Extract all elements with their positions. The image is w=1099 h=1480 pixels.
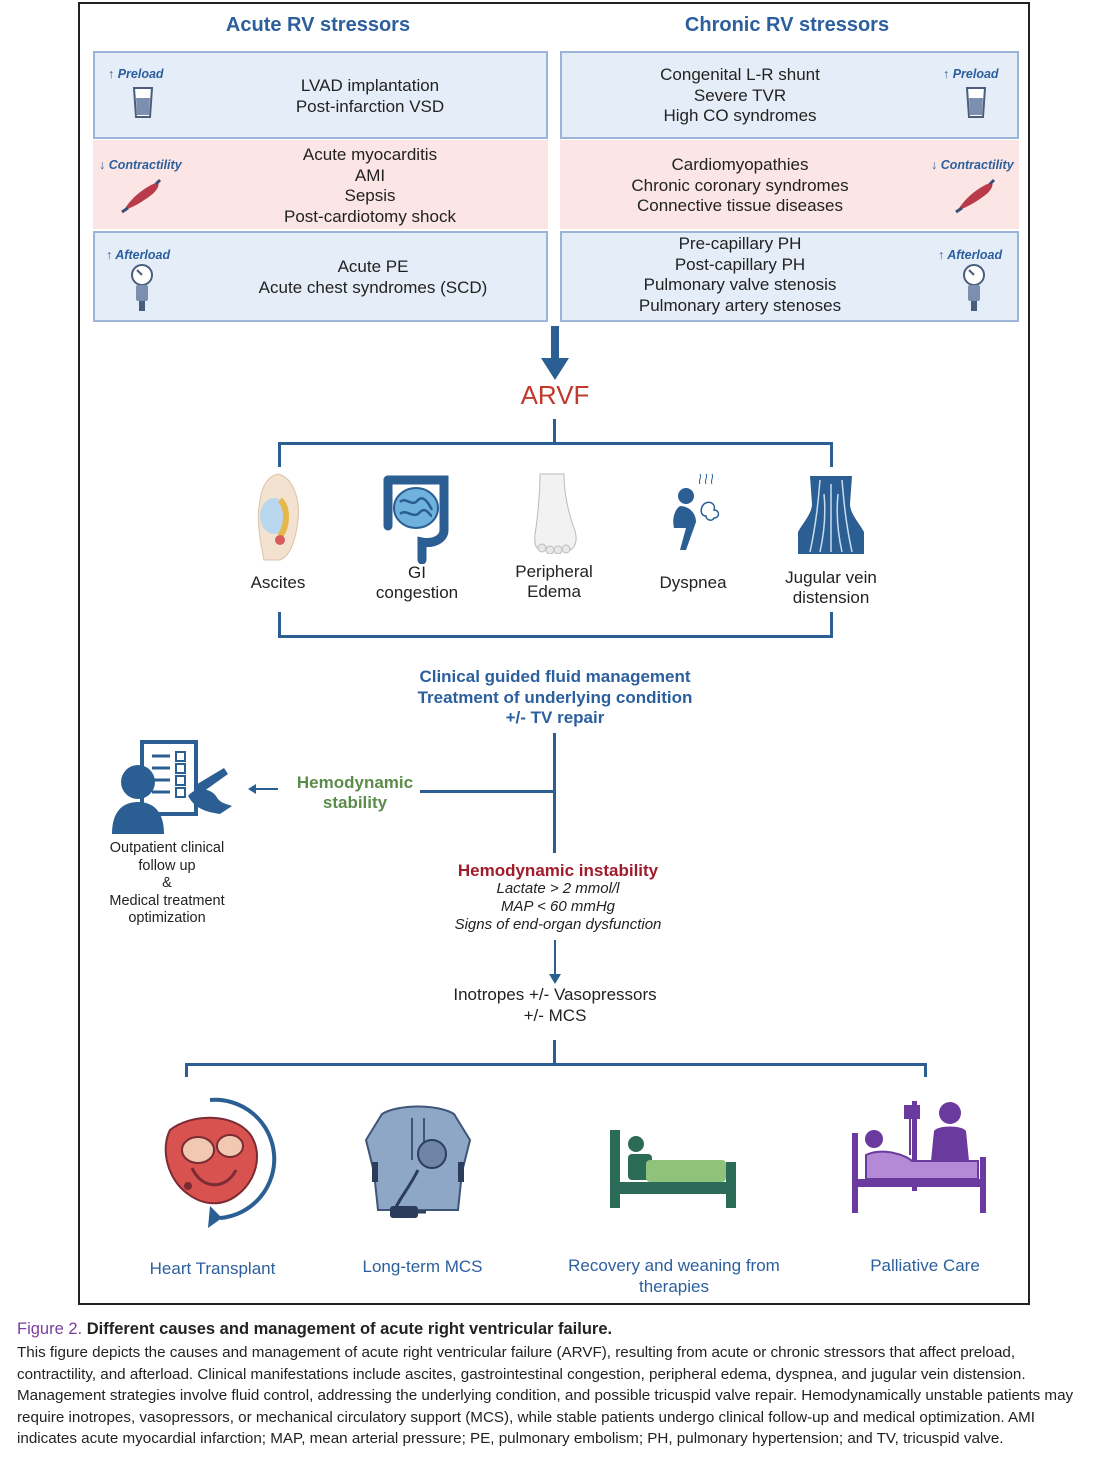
- outcome-long-term-mcs: Long-term MCS: [362, 1257, 483, 1276]
- acute-header: Acute RV stressors: [225, 14, 411, 36]
- figure-caption-text: This figure depicts the causes and manag…: [17, 1344, 1074, 1447]
- figure-caption-title: Figure 2. Different causes and managemen…: [17, 1320, 612, 1339]
- chronic-header: Chronic RV stressors: [684, 14, 890, 36]
- down-arrow-icon: [541, 326, 569, 380]
- chronic-contractility-label: ↓ Contractility: [931, 158, 1014, 172]
- chronic-afterload-box: [560, 231, 1019, 322]
- hospital-bed-icon: [610, 1130, 736, 1208]
- acute-contractility-label: ↓ Contractility: [99, 158, 182, 172]
- mcs-device-icon: [364, 1105, 472, 1218]
- dyspnea-person-icon: [673, 473, 720, 550]
- bracket-left-tick: [278, 442, 281, 467]
- connector-line: [553, 419, 556, 444]
- bracket-right-tick: [830, 442, 833, 467]
- bracket-bottom-line: [278, 635, 833, 638]
- figure-title: Different causes and management of acute…: [86, 1320, 613, 1338]
- bracket-left-tick: [278, 612, 281, 637]
- figure-frame: [78, 2, 1030, 1305]
- manifestation-ascites: Ascites: [250, 573, 306, 592]
- palliative-care-icon: [852, 1101, 986, 1213]
- abdomen-icon: [257, 473, 299, 561]
- figure-number: Figure 2.: [17, 1320, 83, 1338]
- manifestation-dyspnea: Dyspnea: [659, 573, 727, 592]
- acute-preload-label: ↑ Preload: [108, 67, 164, 81]
- acute-afterload-box: [93, 231, 548, 322]
- flow-line: [553, 733, 556, 853]
- clinical-followup-icon: [112, 740, 232, 834]
- muscle-icon: [955, 178, 996, 214]
- chronic-preload-box: [560, 51, 1019, 139]
- gauge-icon: [131, 264, 153, 311]
- glass-icon: [132, 87, 154, 118]
- gauge-icon: [963, 264, 985, 311]
- intestine-icon: [383, 475, 449, 564]
- down-arrow-icon: [549, 940, 561, 984]
- bracket-right-tick: [830, 612, 833, 637]
- stability-branch-line: [420, 790, 555, 793]
- outcome-palliative-care: Palliative Care: [870, 1256, 980, 1275]
- arvf-label: ARVF: [520, 380, 590, 410]
- hemodynamic-instability-title: Hemodynamic instability: [457, 861, 659, 880]
- outcome-heart-transplant: Heart Transplant: [149, 1259, 276, 1278]
- outcome-line: [185, 1063, 927, 1066]
- heart-transplant-icon: [164, 1097, 277, 1228]
- outcome-tick: [185, 1063, 188, 1077]
- chronic-contractility-box: [560, 140, 1019, 229]
- acute-preload-box: [93, 51, 548, 139]
- connector-line: [553, 1040, 556, 1065]
- left-arrow-icon: [248, 784, 278, 794]
- acute-contractility-box: [93, 140, 548, 229]
- outcome-tick: [924, 1063, 927, 1077]
- inotropes-text: Inotropes +/- Vasopressors+/- MCS: [453, 985, 657, 1025]
- chronic-preload-label: ↑ Preload: [943, 67, 999, 81]
- glass-icon: [965, 87, 987, 118]
- neck-vein-icon: [798, 476, 864, 554]
- muscle-icon: [121, 178, 162, 214]
- acute-afterload-label: ↑ Afterload: [106, 248, 171, 262]
- chronic-afterload-label: ↑ Afterload: [938, 248, 1003, 262]
- foot-icon: [534, 473, 577, 554]
- bracket-top-line: [278, 442, 833, 445]
